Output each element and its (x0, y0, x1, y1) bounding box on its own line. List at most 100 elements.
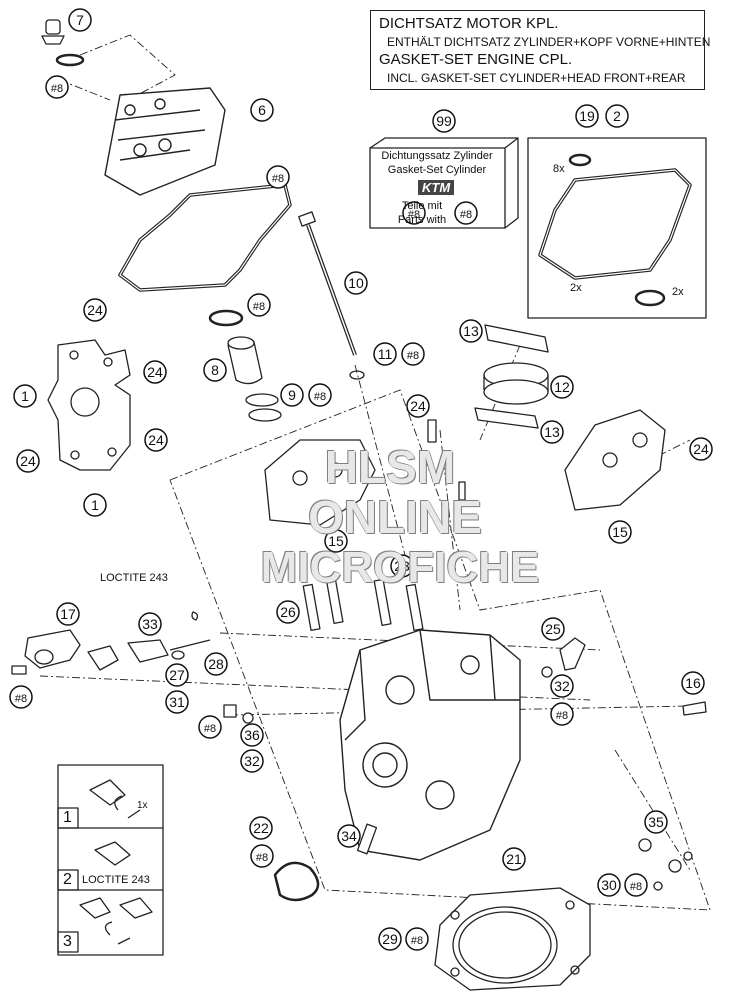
callout-1: 1 (13, 384, 37, 408)
callout-13: 13 (459, 319, 483, 343)
watermark-line-1: HLSM (324, 441, 456, 493)
callout-text: 36 (244, 727, 260, 743)
callout-15: 15 (324, 529, 348, 553)
callout-text: 21 (506, 851, 522, 867)
callout-24: 24 (689, 437, 713, 461)
callout-1: 1 (83, 493, 107, 517)
callout-33: 33 (138, 612, 162, 636)
callout-text: 13 (463, 323, 479, 339)
callout-22: 22 (249, 816, 273, 840)
intake-rings (474, 324, 549, 429)
callout-hash8: #8 (550, 702, 574, 726)
callout-text: 32 (244, 753, 260, 769)
qty-8x: 8x (553, 163, 565, 175)
engine-gasket-set-note: DICHTSATZ MOTOR KPL. ENTHÄLT DICHTSATZ Z… (370, 10, 710, 90)
qty-2x-b: 2x (672, 286, 684, 298)
callout-text: 25 (545, 621, 561, 637)
callout-21: 21 (502, 847, 526, 871)
callout-text: 24 (87, 302, 103, 318)
callout-text: 19 (579, 108, 595, 124)
watermark-line-2: ONLINE (308, 491, 482, 543)
right-fittings (541, 637, 707, 891)
inset-qty: 1x (137, 800, 148, 811)
callout-23: 23 (390, 554, 414, 578)
callout-2: 2 (605, 104, 629, 128)
rocker-carrier-left (264, 439, 376, 526)
callout-text: 24 (693, 441, 709, 457)
note-line-2: ENTHÄLT DICHTSATZ ZYLINDER+KOPF VORNE+HI… (387, 35, 711, 49)
callout-6: 6 (250, 98, 274, 122)
gasket-set-box-label-3: Teile mit (401, 200, 443, 212)
callout-13: 13 (540, 420, 564, 444)
callout-text: 15 (612, 524, 628, 540)
callout-17: 17 (56, 602, 80, 626)
callout-text: 6 (258, 102, 266, 118)
inset-step-2: 2 (63, 871, 72, 888)
callout-text: 27 (169, 667, 185, 683)
callout-99: 99 (432, 109, 456, 133)
callout-hash8: #8 (198, 715, 222, 739)
callout-31: 31 (165, 690, 189, 714)
callout-text: 24 (148, 432, 164, 448)
callout-32: 32 (550, 674, 574, 698)
callout-text: 26 (280, 604, 296, 620)
sleeve (208, 309, 282, 422)
callout-text: 31 (169, 694, 185, 710)
oil-cap (41, 19, 85, 67)
callout-text: #8 (411, 935, 423, 947)
cover-gasket (118, 183, 292, 292)
rod (298, 211, 365, 380)
callout-text: 34 (341, 828, 357, 844)
callout-text: 32 (554, 678, 570, 694)
gasket-kit-frame (527, 137, 707, 319)
callout-hash8: #8 (247, 293, 271, 317)
callout-text: 30 (601, 877, 617, 893)
callout-15: 15 (608, 520, 632, 544)
callout-text: 22 (253, 820, 269, 836)
callout-hash8: #8 (308, 383, 332, 407)
note-line-3: GASKET-SET ENGINE CPL. (379, 51, 573, 68)
callout-text: #8 (630, 881, 642, 893)
cylinder-head (339, 629, 521, 861)
callout-text: 1 (91, 497, 99, 513)
head-gasket (434, 887, 591, 991)
rocker-carrier-right (564, 409, 666, 511)
callout-36: 36 (240, 723, 264, 747)
callout-text: 16 (685, 675, 701, 691)
note-line-4: INCL. GASKET-SET CYLINDER+HEAD FRONT+REA… (387, 71, 686, 85)
callout-text: 29 (382, 931, 398, 947)
callout-hash8: #8 (45, 75, 69, 99)
callout-text: 12 (554, 379, 570, 395)
callout-text: 2 (613, 108, 621, 124)
callout-text: #8 (314, 391, 326, 403)
gasket-set-box-label-1: Dichtungssatz Zylinder (381, 150, 493, 162)
left-fittings (11, 629, 254, 724)
callout-35: 35 (644, 810, 668, 834)
instruction-inset (57, 764, 164, 956)
callout-text: #8 (272, 173, 284, 185)
callout-text: 23 (394, 558, 410, 574)
brand-logo: KTM (418, 180, 455, 195)
loctite-label: LOCTITE 243 (100, 572, 168, 584)
callout-29: 29 (378, 927, 402, 951)
callout-text: 15 (328, 533, 344, 549)
callout-text: 13 (544, 424, 560, 440)
callout-text: 24 (20, 453, 36, 469)
callout-30: 30 (597, 873, 621, 897)
callout-32: 32 (240, 749, 264, 773)
inset-loctite: LOCTITE 243 (82, 874, 150, 886)
dowel-pin (356, 823, 378, 855)
callout-24: 24 (143, 360, 167, 384)
callout-text: 9 (288, 387, 296, 403)
callout-text: 1 (21, 388, 29, 404)
callout-24: 24 (406, 394, 430, 418)
callout-layer: 7#86#899#8210#889#811#813121324241242412… (9, 8, 713, 951)
callout-34: 34 (337, 824, 361, 848)
callout-hash8: #8 (250, 844, 274, 868)
callout-24: 24 (144, 428, 168, 452)
callout-25: 25 (541, 617, 565, 641)
callout-19: 19 (575, 104, 599, 128)
callout-16: 16 (681, 671, 705, 695)
callout-text: #8 (253, 301, 265, 313)
loctite-bead (191, 611, 199, 621)
